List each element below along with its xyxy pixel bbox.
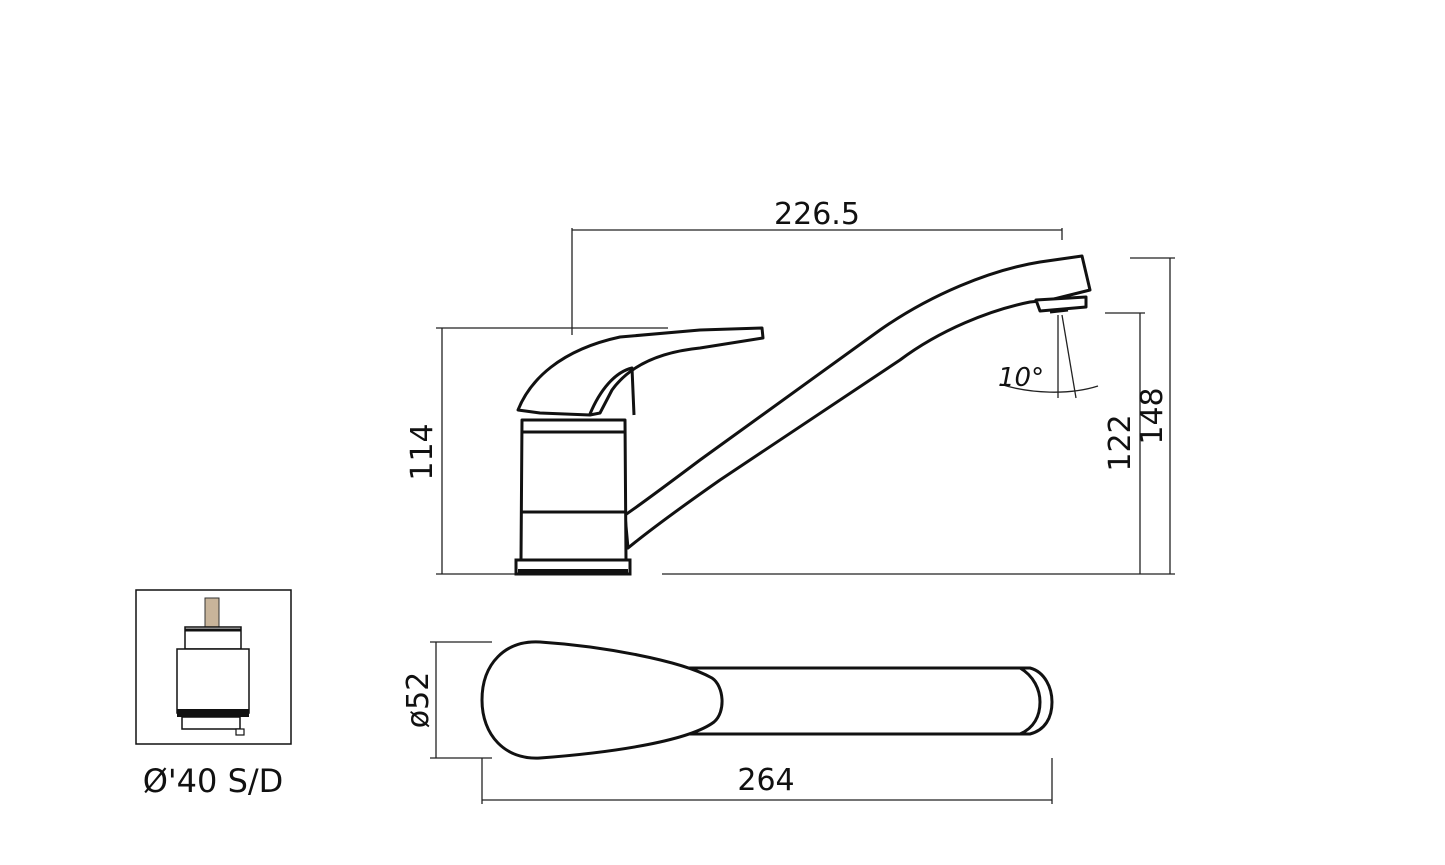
dim-114-label: 114 [405,423,440,480]
dim-122-label: 122 [1103,414,1138,471]
top-view-spout-tip [1019,666,1042,736]
cartridge-inset: Ø'40 S/D [135,589,292,800]
aerator [1034,295,1088,313]
angle-ref-tilted [1061,314,1077,399]
angle-label: 10° [998,363,1044,393]
top-view: ø52 264 [401,640,1054,804]
dim-52-label: ø52 [401,672,436,729]
lever-handle [516,326,765,417]
lever-joint [588,366,636,416]
cartridge-body [176,648,250,714]
dim-264-label: 264 [737,763,794,798]
dim-148-label: 148 [1135,387,1170,444]
cartridge-pin [235,728,245,736]
cartridge-stem [204,597,220,629]
dim-reach-label: 226.5 [774,197,860,232]
faucet-body [519,418,628,562]
aerator-tip [1049,308,1069,314]
side-view: 226.5 114 122 148 10° [405,197,1175,576]
cartridge-base [181,716,241,730]
angle-arc [999,383,1099,393]
cartridge-bottom-band [177,709,249,717]
top-view-body [480,640,724,760]
cartridge-label: Ø'40 S/D [143,762,284,800]
spout [623,254,1092,550]
